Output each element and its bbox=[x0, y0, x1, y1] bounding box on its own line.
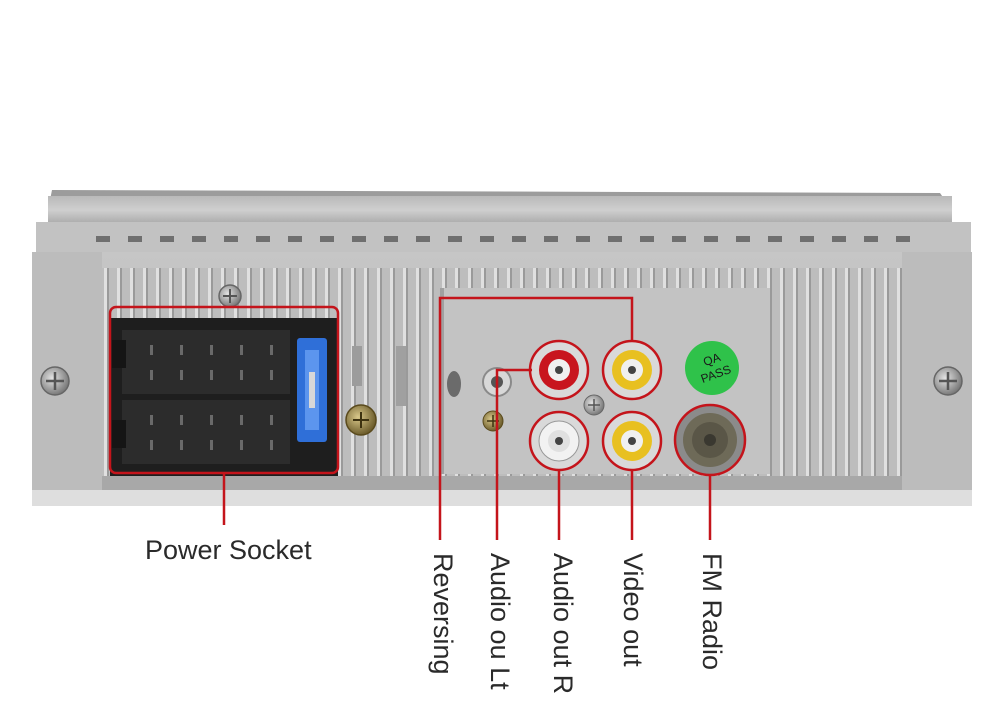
blue-fuse bbox=[297, 338, 327, 442]
label-reversing: Reversing bbox=[428, 553, 458, 675]
right-mount-screw bbox=[933, 366, 963, 396]
ground-screw bbox=[345, 404, 377, 436]
rca-audio-right-white bbox=[528, 410, 590, 472]
left-mount-screw bbox=[40, 366, 70, 396]
top-case bbox=[36, 190, 971, 254]
rca-audio-left-red bbox=[528, 339, 590, 401]
qa-pass-sticker: QA PASS bbox=[685, 341, 739, 395]
panel-slot bbox=[396, 346, 406, 406]
callout-lines bbox=[222, 296, 712, 540]
label-fm-radio: FM Radio bbox=[697, 553, 727, 671]
label-audio-out-left: Audio ou Lt bbox=[485, 553, 515, 690]
audio-left-callout-line bbox=[495, 368, 532, 540]
rca-video-yellow bbox=[601, 339, 663, 401]
sticker-line1: QA bbox=[701, 350, 722, 369]
label-video-out: Video out bbox=[618, 553, 648, 667]
center-screw bbox=[583, 394, 605, 416]
panel-slot bbox=[352, 346, 362, 386]
label-power-socket: Power Socket bbox=[145, 535, 312, 565]
rca-video-yellow-2 bbox=[601, 410, 663, 472]
panel-hole bbox=[447, 371, 461, 397]
reversing-callout-line bbox=[438, 296, 634, 540]
small-brass-screw bbox=[482, 410, 504, 432]
fm-antenna-socket bbox=[673, 403, 747, 477]
top-screw bbox=[218, 284, 242, 308]
label-audio-out-right: Audio out R bbox=[548, 553, 578, 695]
